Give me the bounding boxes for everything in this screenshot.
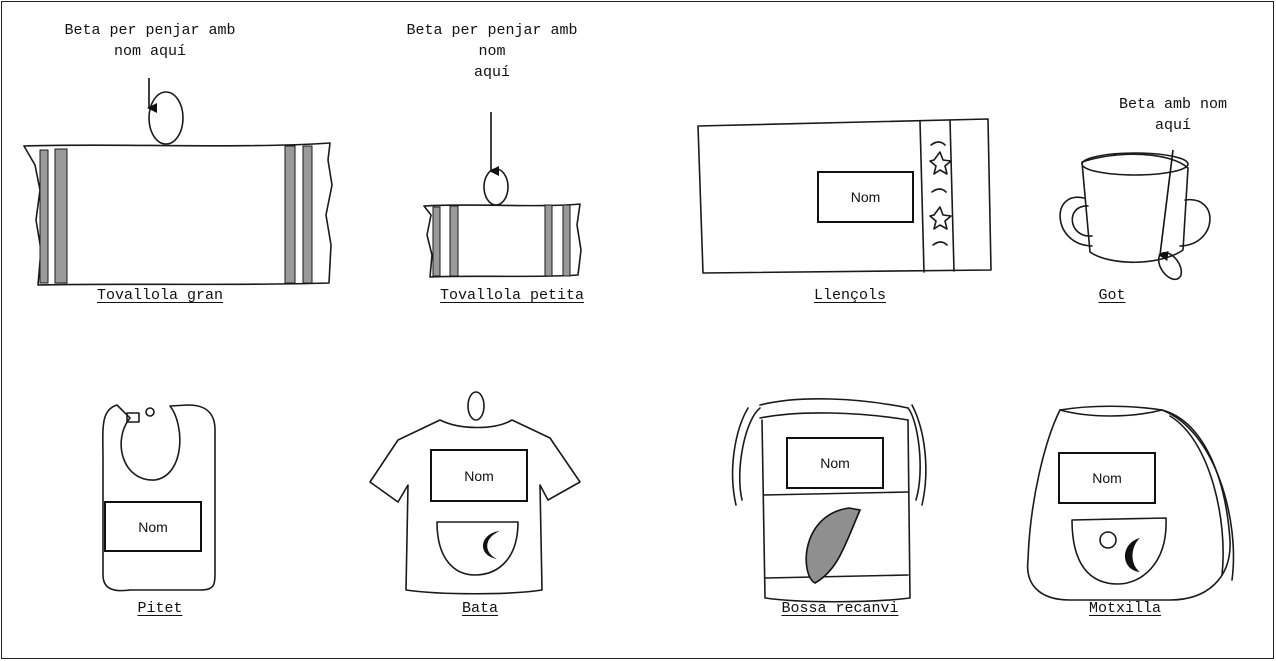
name-box-bib: Nom xyxy=(104,501,202,552)
name-box-spare-bag: Nom xyxy=(786,437,884,489)
bib-icon xyxy=(102,404,216,592)
cup-loop-note: Beta amb nom aquí xyxy=(1118,96,1228,134)
hang-loop-note-large: Beta per penjar amb nom aquí xyxy=(64,22,236,60)
caption-cup: Got xyxy=(1098,287,1126,304)
backpack-icon xyxy=(1026,405,1235,601)
cup-icon xyxy=(1059,149,1211,281)
caption-sheets: Llençols xyxy=(813,287,886,304)
caption-backpack: Motxilla xyxy=(1088,600,1161,617)
name-box-backpack: Nom xyxy=(1058,452,1156,504)
small-towel-icon xyxy=(423,112,582,278)
caption-bib: Pitet xyxy=(137,600,183,617)
spare-bag-icon xyxy=(731,398,927,603)
caption-small-towel: Tovallola petita xyxy=(439,287,585,304)
large-towel-icon xyxy=(23,78,333,286)
smock-icon xyxy=(369,391,581,595)
sheets-icon xyxy=(697,118,992,274)
caption-spare-bag: Bossa recanvi xyxy=(781,600,899,617)
caption-large-towel: Tovallola gran xyxy=(96,287,224,304)
name-box-smock: Nom xyxy=(430,449,528,502)
name-box-sheets: Nom xyxy=(817,171,914,223)
caption-smock: Bata xyxy=(461,600,498,617)
hang-loop-note-small: Beta per penjar amb nom aquí xyxy=(406,22,578,81)
